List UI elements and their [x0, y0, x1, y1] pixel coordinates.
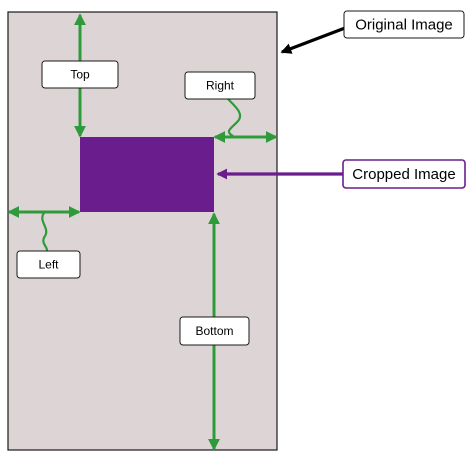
cropped-image-label: Cropped Image	[342, 159, 466, 189]
bottom-label: Bottom	[179, 316, 250, 346]
top-label: Top	[41, 60, 119, 89]
cropped-image-region	[80, 137, 214, 212]
right-label: Right	[184, 71, 256, 100]
original-image-callout-arrow	[280, 26, 346, 54]
cropped-image-label-text: Cropped Image	[352, 166, 455, 183]
original-image-label-text: Original Image	[355, 17, 453, 34]
left-label-connector	[41, 212, 49, 252]
right-label-text: Right	[206, 79, 235, 93]
bottom-label-text: Bottom	[195, 324, 233, 338]
top-label-text: Top	[70, 68, 90, 82]
left-label: Left	[16, 250, 81, 279]
right-label-connector	[227, 98, 242, 137]
original-image-label: Original Image	[343, 10, 465, 39]
left-label-text: Left	[38, 258, 59, 272]
